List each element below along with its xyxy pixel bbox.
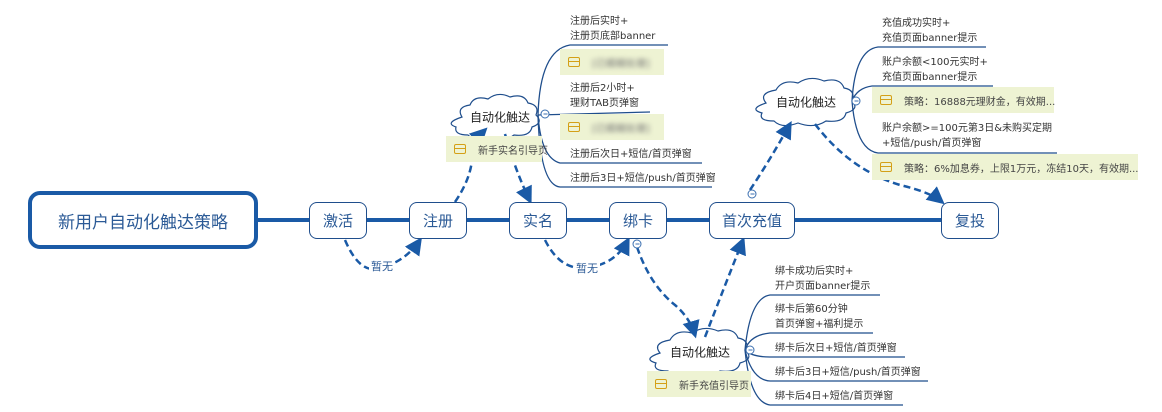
note-recharge-guide[interactable]: 新手充值引导页 [647, 371, 751, 397]
arrow-recharge-to-cloud [748, 120, 792, 191]
note-text: 新手实名引导页 [478, 145, 548, 157]
stage-label: 绑卡 [622, 212, 653, 230]
stage-register[interactable]: 注册 [409, 202, 467, 239]
stage-realname[interactable]: 实名 [509, 202, 567, 239]
note-text: 新手充值引导页 [679, 380, 749, 392]
note-redacted-1[interactable]: [已模糊处理] [560, 114, 664, 140]
leaf-bindcard-4[interactable]: 绑卡后4日+短信/首页弹窗 [775, 391, 894, 402]
note-text: 策略：6%加息券，上限1万元，冻结10天，有效期... [904, 163, 1139, 175]
note-strategy-16888[interactable]: 策略：16888元理财金，有效期... [872, 87, 1056, 113]
note-text: 策略：16888元理财金，有效期... [904, 96, 1056, 108]
note-realname-guide[interactable]: 新手实名引导页 [446, 136, 548, 162]
stage-first-recharge[interactable]: 首次充值 [709, 202, 795, 239]
note-icon [880, 162, 892, 172]
stage-activate[interactable]: 激活 [309, 202, 367, 239]
leaf-bindcard-3[interactable]: 绑卡后3日+短信/push/首页弹窗 [775, 367, 921, 378]
cloud-register-label[interactable]: 自动化触达 [469, 110, 531, 125]
leaf-register-1[interactable]: 注册后2小时+ 理财TAB页弹窗 [570, 83, 640, 109]
edge-label-realname-bindcard: 暂无 [574, 260, 600, 276]
stage-reinvest[interactable]: 复投 [941, 202, 999, 239]
arrow-bindcard-to-cloud [635, 246, 700, 339]
leaf-register-0[interactable]: 注册后实时+ 注册页底部banner [570, 16, 656, 42]
stage-label: 首次充值 [721, 212, 782, 230]
leaf-recharge-0[interactable]: 充值成功实时+ 充值页面banner提示 [882, 18, 978, 44]
stage-label: 实名 [522, 212, 553, 230]
root-label: 新用户自动化触达策略 [58, 212, 228, 233]
note-icon [655, 379, 667, 389]
branch-line [537, 114, 712, 188]
arrow-cloud-to-reinvest [814, 123, 945, 205]
edge-label-activate-register: 暂无 [369, 258, 395, 274]
cloud-recharge-shape [755, 77, 856, 127]
collapse-toggle[interactable] [851, 96, 861, 106]
arrow-cloud-to-recharge [703, 236, 746, 338]
note-icon [454, 144, 466, 154]
leaf-recharge-1[interactable]: 账户余额<100元实时+ 充值页面banner提示 [882, 57, 988, 83]
branch-line [744, 294, 880, 351]
cloud-recharge-label[interactable]: 自动化触达 [775, 95, 837, 110]
note-icon [880, 95, 892, 105]
root-node[interactable]: 新用户自动化触达策略 [28, 191, 258, 249]
leaf-register-2[interactable]: 注册后次日+短信/首页弹窗 [570, 149, 692, 160]
stage-label: 复投 [954, 212, 985, 230]
branch-line [744, 349, 903, 406]
note-text: [已模糊处理] [592, 58, 650, 70]
collapse-toggle[interactable] [632, 239, 642, 249]
collapse-toggle[interactable] [540, 109, 550, 119]
leaf-recharge-2[interactable]: 账户余额>=100元第3日&未购买定期 +短信/push/首页弹窗 [882, 123, 1053, 149]
leaf-bindcard-2[interactable]: 绑卡后次日+短信/首页弹窗 [775, 343, 897, 354]
leaf-bindcard-1[interactable]: 绑卡后第60分钟 首页弹窗+福利提示 [775, 304, 864, 330]
stage-label: 注册 [422, 212, 453, 230]
note-text: [已模糊处理] [592, 123, 650, 135]
stage-label: 激活 [322, 212, 353, 230]
cloud-bindcard-label[interactable]: 自动化触达 [669, 345, 731, 360]
note-redacted-0[interactable]: [已模糊处理] [560, 49, 664, 75]
branch-line [537, 111, 651, 116]
branch-line [744, 349, 928, 382]
stage-bindcard[interactable]: 绑卡 [609, 202, 667, 239]
collapse-toggle[interactable] [745, 345, 755, 355]
arrow-realname-to-bindcard [543, 236, 630, 270]
note-icon [568, 57, 580, 67]
note-strategy-6pct[interactable]: 策略：6%加息券，上限1万元，冻结10天，有效期... [872, 154, 1139, 180]
branch-line [537, 44, 668, 116]
collapse-toggle[interactable] [747, 189, 757, 199]
note-icon [568, 122, 580, 132]
branch-line [851, 46, 986, 102]
leaf-bindcard-0[interactable]: 绑卡成功后实时+ 开户页面banner提示 [775, 266, 871, 292]
branch-line [851, 100, 1057, 154]
leaf-register-3[interactable]: 注册后3日+短信/push/首页弹窗 [570, 173, 716, 184]
